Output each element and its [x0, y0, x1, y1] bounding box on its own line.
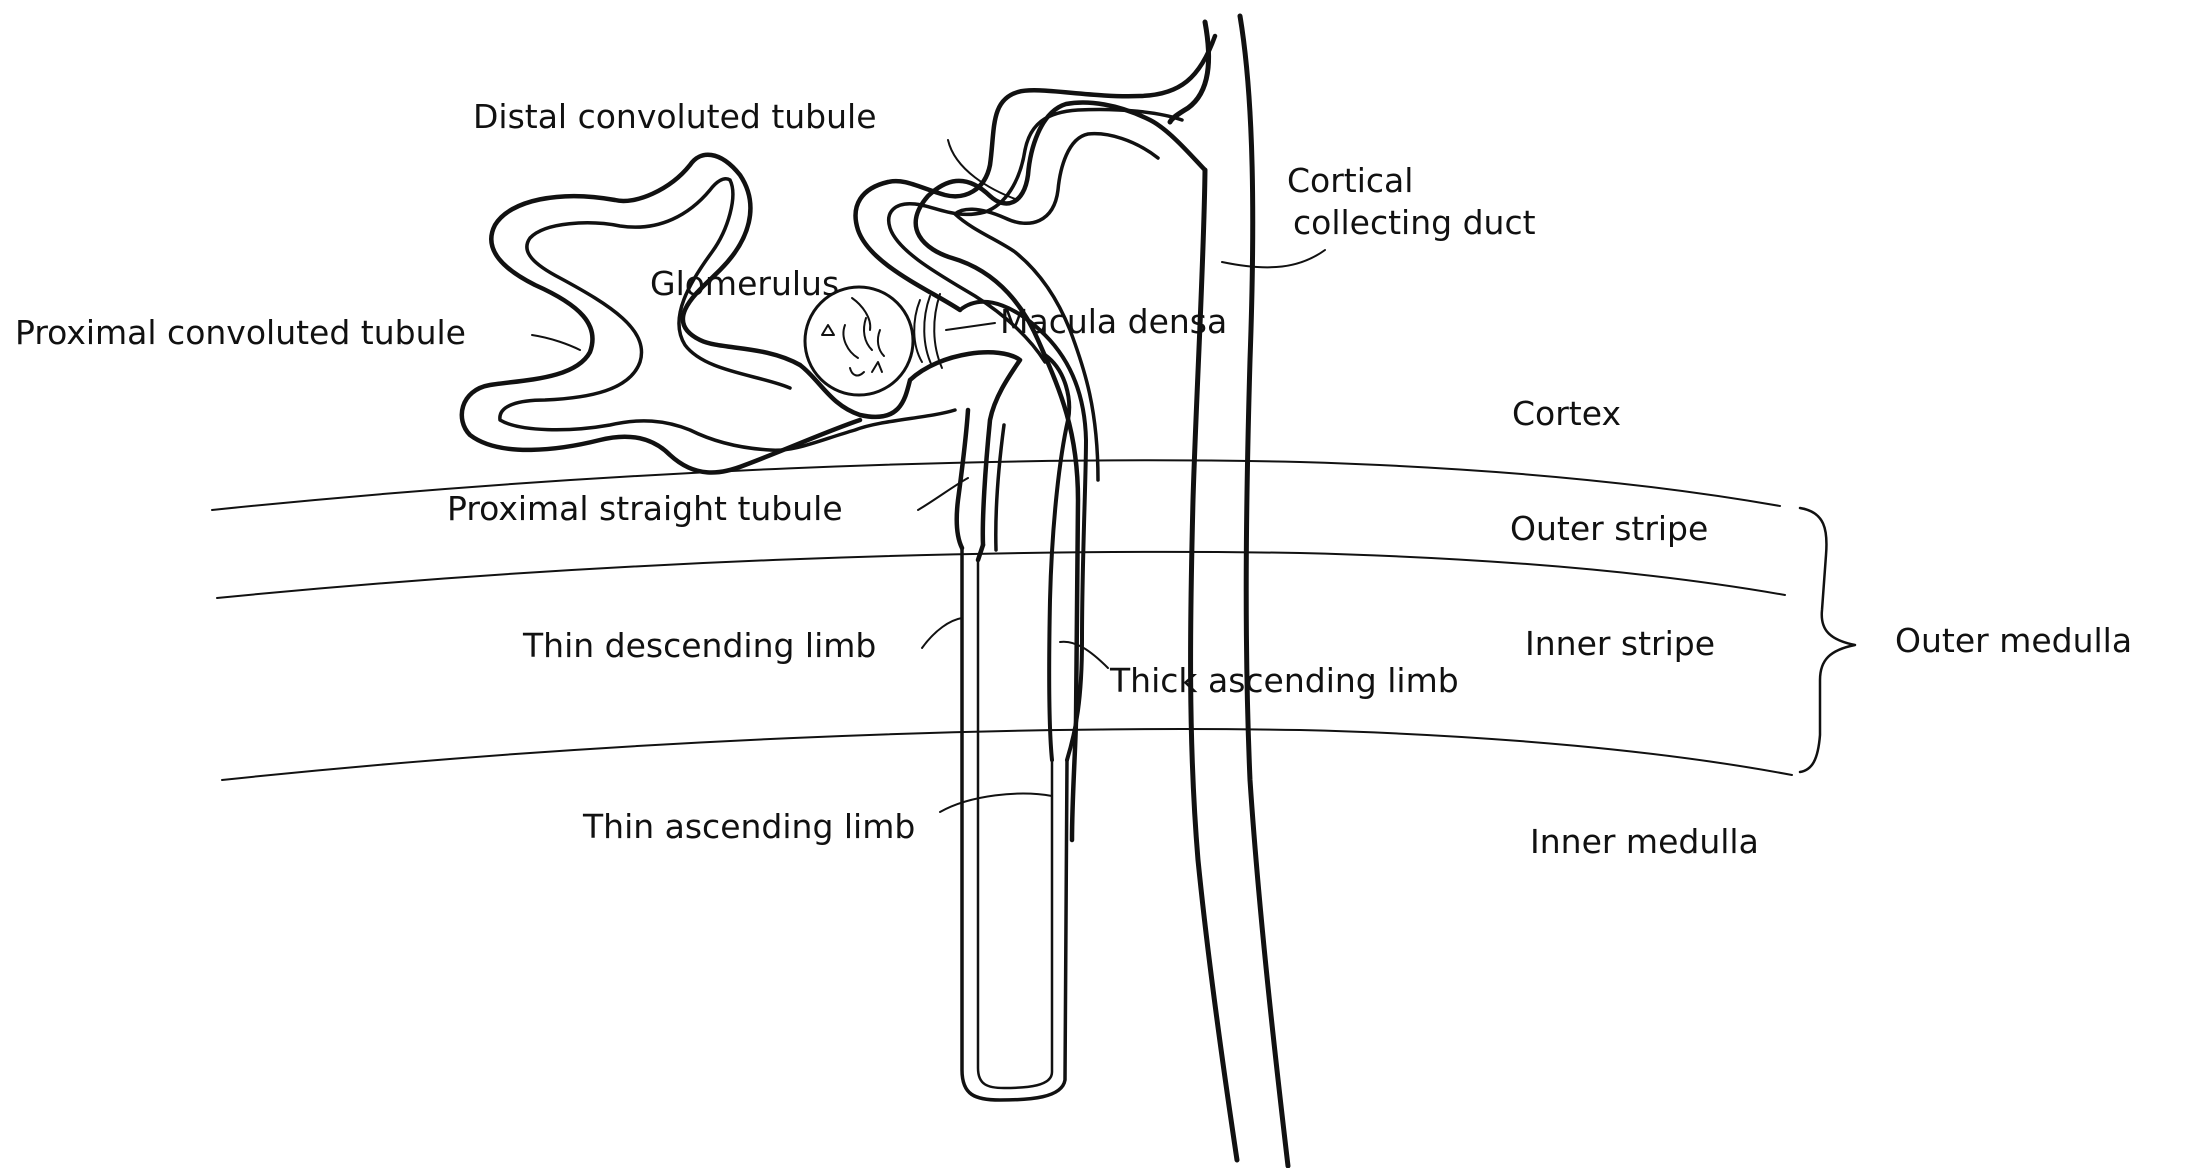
nephron-tubule [462, 36, 1215, 1100]
label-thin-descending-limb: Thin descending limb [522, 626, 876, 665]
leader-thin-descending-limb [922, 618, 962, 648]
label-inner-medulla: Inner medulla [1530, 822, 1759, 861]
label-outer-stripe: Outer stripe [1510, 509, 1708, 548]
leader-glomerulus [852, 298, 870, 330]
glomerulus-detail-6 [872, 362, 882, 372]
outer-medulla-brace [1800, 508, 1855, 772]
macula-densa-arc-1 [914, 300, 922, 362]
macula-densa-marks [914, 294, 942, 368]
leader-thin-ascending-limb [940, 794, 1052, 812]
macula-densa-arc-3 [934, 294, 942, 368]
label-thick-ascending-limb: Thick ascending limb [1109, 661, 1459, 700]
label-cortical-collecting-duct-line2: collecting duct [1293, 203, 1536, 242]
leader-cortical-collecting-duct [1222, 250, 1325, 267]
glomerulus-detail-1 [822, 325, 834, 335]
label-outer-medulla: Outer medulla [1895, 621, 2132, 660]
proximal-tubule-outer-loop [462, 155, 860, 473]
label-proximal-straight-tubule: Proximal straight tubule [447, 489, 843, 528]
glomerulus-detail-4 [878, 330, 884, 356]
label-glomerulus: Glomerulus [650, 264, 839, 303]
glomerulus-detail-2 [843, 325, 858, 358]
label-proximal-convoluted-tubule: Proximal convoluted tubule [15, 313, 466, 352]
outer-inner-medulla-boundary [222, 729, 1792, 780]
label-thin-ascending-limb: Thin ascending limb [582, 807, 915, 846]
label-distal-convoluted-tubule: Distal convoluted tubule [473, 97, 877, 136]
proximal-tubule-inner-loop [500, 179, 955, 450]
collecting-duct-wall-right [1240, 16, 1288, 1166]
outer-inner-stripe-boundary [217, 552, 1785, 598]
label-cortical-collecting-duct-line1: Cortical [1287, 161, 1413, 200]
collecting-duct-wall-left [1170, 22, 1209, 122]
leader-thick-ascending-limb [1060, 642, 1108, 668]
macula-densa-arc-2 [924, 296, 932, 366]
pst-to-tdl-right [978, 545, 983, 560]
label-macula-densa: Macula densa [1000, 302, 1227, 341]
glomerulus-detail-5 [850, 368, 864, 375]
leader-proximal-convoluted-tubule [532, 335, 580, 350]
cortical-collecting-duct [1170, 16, 1288, 1166]
proximal-straight-inner [996, 425, 1004, 550]
thin-descending-limb-inner [978, 560, 1052, 1088]
leader-macula-densa [946, 323, 995, 330]
label-cortex: Cortex [1512, 394, 1621, 433]
label-inner-stripe: Inner stripe [1525, 624, 1715, 663]
